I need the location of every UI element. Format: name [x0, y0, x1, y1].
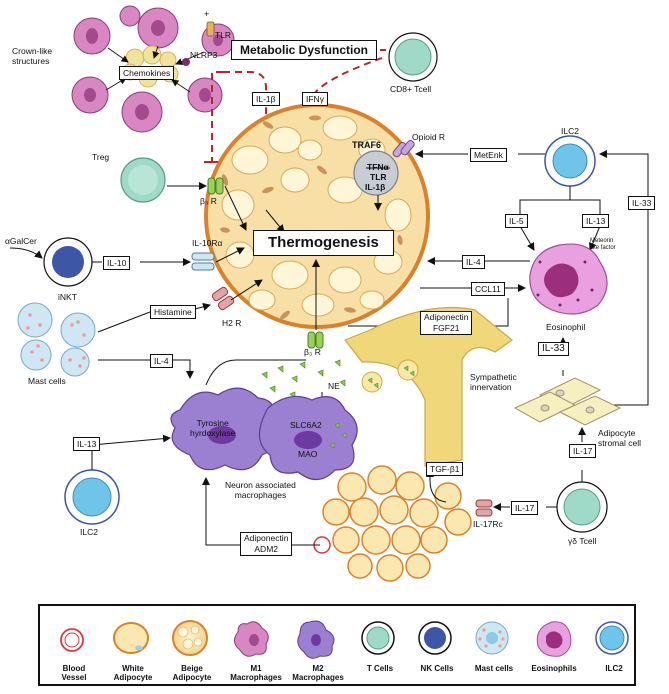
legend-box: Blood Vessel White Adipocyte Beige Adipo…	[38, 604, 636, 686]
norepinephrine-icon	[261, 359, 346, 399]
sympathetic-nerve	[344, 306, 513, 467]
label-tyrosine: Tyrosine hyrdoxylase	[190, 418, 236, 438]
box-il4-right: IL-4	[462, 255, 485, 269]
label-adipocyte-stromal: Adipocyte stromal cell	[598, 428, 641, 448]
legend-item-eosinophils: Eosinophils	[531, 664, 577, 673]
box-il33-mid: IL-33	[538, 342, 569, 356]
label-ilc2-bottom: ILC2	[80, 527, 98, 537]
box-il17-a: IL-17	[569, 444, 597, 458]
inkt-cell	[43, 237, 93, 287]
label-meteorin: Meteorin like factor	[590, 238, 616, 251]
box-il33-right: IL-33	[628, 196, 656, 210]
beta3-receptor-bottom-icon	[307, 331, 324, 349]
label-beta3-left: β₃ R	[200, 196, 217, 206]
box-thermogenesis: Thermogenesis	[253, 230, 394, 256]
eosinophil-cell	[529, 243, 608, 315]
legend-item-t-cells: T Cells	[366, 664, 394, 673]
ilc2-top-cell	[544, 135, 596, 187]
label-sympathetic: Sympathetic innervation	[470, 372, 517, 392]
legend-m1-macrophage-icon	[234, 621, 269, 657]
legend-item-white-adipocyte: White Adipocyte	[113, 664, 153, 682]
label-slc6a2: SLC6A2	[290, 420, 322, 430]
box-chemokines: Chemokines	[119, 66, 175, 80]
legend-item-blood-vessel: Blood Vessel	[61, 664, 87, 682]
cd8-t-cell	[388, 32, 438, 82]
box-il13-right: IL-13	[582, 214, 610, 228]
legend-item-m2-macrophages: M2 Macrophages	[292, 664, 344, 682]
legend-nk-cell-icon	[418, 621, 452, 655]
legend-item-mast-cells: Mast cells	[474, 664, 514, 673]
label-inner-tlr: TLR	[370, 172, 387, 182]
legend-beige-adipocyte-icon	[172, 620, 208, 656]
gamma-delta-t-cell	[556, 481, 608, 533]
box-adiponectin-adm2: Adiponectin ADM2	[240, 532, 293, 556]
il10-receptor-icon	[191, 252, 215, 271]
label-nlrp3: NLRP3	[190, 50, 218, 60]
legend-t-cell-icon	[361, 621, 395, 655]
beige-adipose-tissue	[204, 103, 430, 329]
label-inner-il1b: IL-1β	[365, 182, 386, 192]
white-adipocyte-cluster	[322, 465, 472, 582]
label-il17rc: IL-17Rc	[473, 519, 503, 529]
label-traf6: TRAF6	[352, 140, 381, 150]
mast-cells-group	[17, 302, 96, 377]
treg-cell	[120, 157, 166, 203]
title-metabolic-dysfunction: Metabolic Dysfunction	[231, 40, 378, 60]
box-il10: IL-10	[103, 256, 131, 270]
box-il5: IL-5	[505, 214, 528, 228]
label-h2r: H2 R	[222, 318, 242, 328]
opioid-receptor-icon	[392, 140, 415, 158]
legend-blood-vessel-icon	[60, 628, 84, 652]
box-adiponectin-fgf21: Adiponectin FGF21	[420, 311, 473, 335]
box-il13-left: IL-13	[73, 437, 101, 451]
box-il17-b: IL-17	[511, 501, 539, 515]
legend-item-nk-cells: NK Cells	[420, 664, 454, 673]
label-mast-cells: Mast cells	[28, 376, 66, 386]
legend-icons	[60, 620, 629, 659]
legend-item-m1-macrophages: M1 Macrophages	[230, 664, 282, 682]
adipocyte-stromal-cells	[513, 377, 622, 426]
box-il1b-top: IL-1β	[252, 92, 280, 106]
label-mao: MAO	[298, 449, 318, 459]
m2-macrophages-neuron-associated	[170, 387, 358, 481]
label-cd8: CD8+ Tcell	[390, 84, 432, 94]
label-tlr-top: TLR	[215, 30, 232, 40]
legend-m2-macrophage-icon	[297, 620, 335, 659]
label-tlr-plus: +	[204, 9, 210, 19]
label-il10ra: IL-10Rα	[192, 238, 223, 248]
label-ne: NE	[328, 381, 340, 391]
beta3-receptor-left-icon	[207, 177, 224, 195]
legend-white-adipocyte-icon	[113, 622, 149, 654]
label-ilc2-top: ILC2	[561, 126, 579, 136]
ilc2-bottom-cell	[64, 469, 120, 525]
legend-ilc2-icon	[595, 621, 629, 655]
label-neuron-macro: Neuron associated macrophages	[225, 480, 296, 500]
legend-eosinophil-icon	[536, 621, 572, 657]
box-ccl11: CCL11	[471, 282, 505, 296]
label-beta3-bottom: β₃ R	[304, 347, 321, 357]
label-eosinophil: Eosinophil	[546, 322, 586, 332]
label-treg: Treg	[92, 152, 110, 162]
label-inner-tfna: TFNα	[367, 162, 389, 172]
box-ifng: IFNγ	[302, 92, 328, 106]
box-metenk: MetEnk	[470, 148, 507, 162]
label-opioid-r: Opioid R	[412, 132, 446, 142]
box-tgfb1: TGF-β1	[426, 462, 464, 476]
h2-receptor-icon	[211, 286, 235, 311]
box-il4-left: IL-4	[150, 354, 173, 368]
legend-item-ilc2: ILC2	[605, 664, 623, 673]
label-inkt: iNKT	[58, 292, 77, 302]
label-crown-like: Crown-like structures	[12, 46, 53, 66]
label-gdt: γδ Tcell	[568, 536, 597, 546]
box-histamine: Histamine	[150, 305, 196, 319]
legend-mast-cell-icon	[475, 621, 509, 655]
label-alphagalcer: αGalCer	[5, 236, 37, 246]
il17rc-receptor-icon	[475, 499, 493, 517]
legend-item-beige-adipocyte: Beige Adipocyte	[172, 664, 212, 682]
